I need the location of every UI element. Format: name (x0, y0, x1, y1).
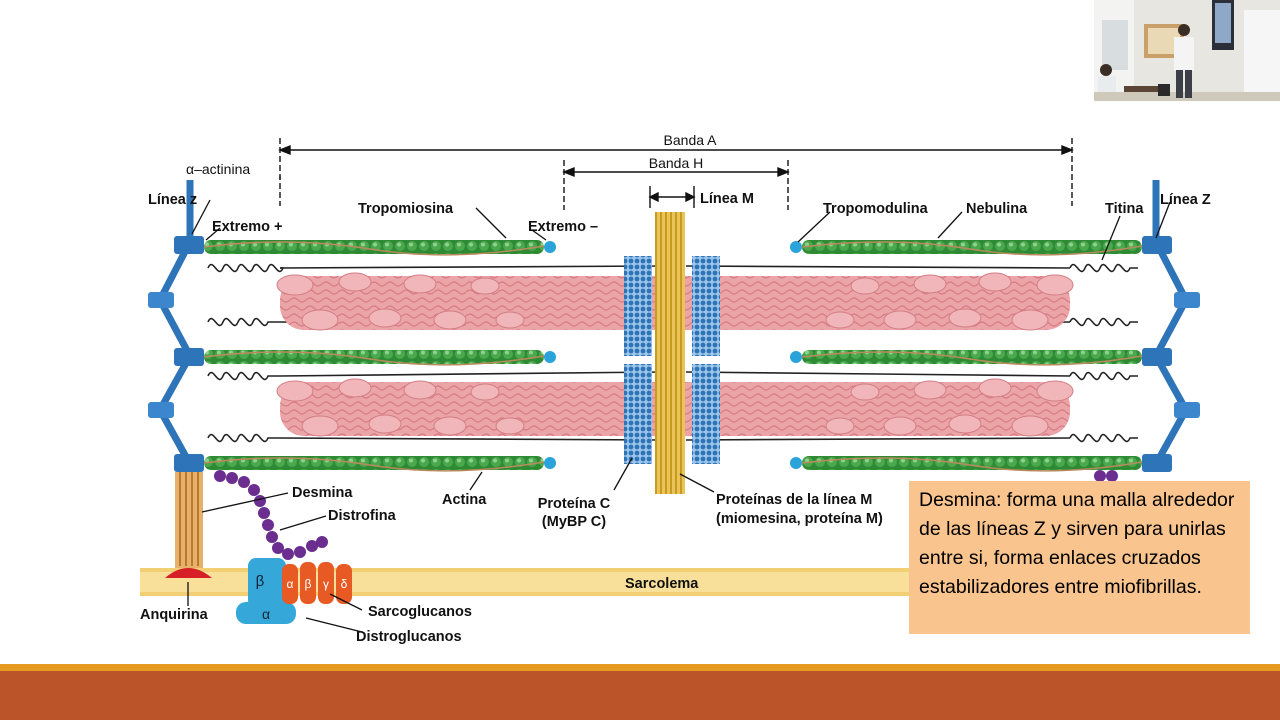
miomesina-label: (miomesina, proteína M) (716, 511, 883, 527)
alpha-dg-label: α (262, 606, 270, 622)
m-line-proteins (655, 212, 685, 494)
desmina-note-text: Desmina: forma una malla alrededor de la… (919, 489, 1235, 598)
tropomiosina-label: Tropomiosina (358, 201, 454, 217)
desmina-note-box: Desmina: forma una malla alrededor de la… (909, 481, 1250, 634)
footer-accent-stripe (0, 664, 1280, 671)
proteinas-linea-m-label: Proteínas de la línea M (716, 492, 872, 508)
titina-label: Titina (1105, 201, 1144, 217)
linea-z-left-label: Línea z (148, 192, 197, 208)
distrofina-label: Distrofina (328, 508, 397, 524)
presenter-video-icon (1094, 0, 1280, 101)
footer-bar (0, 671, 1280, 720)
alfa-actinina-label: α–actinina (186, 161, 250, 177)
presenter-webcam-thumbnail (1094, 0, 1280, 101)
beta-dg-label: β (256, 573, 265, 590)
sg-beta-label: β (305, 577, 312, 591)
linea-m-label: Línea M (700, 191, 754, 207)
nebulina-label: Nebulina (966, 201, 1028, 217)
desmin-chain (214, 470, 1118, 560)
z-line-left (148, 180, 204, 472)
desmina-label: Desmina (292, 485, 353, 501)
sarcoglucanos-label: Sarcoglucanos (368, 604, 472, 620)
actina-label: Actina (442, 492, 487, 508)
actin-filaments (203, 240, 1143, 472)
anquirina-label: Anquirina (140, 607, 209, 623)
z-line-right (1142, 180, 1200, 472)
sg-alpha-label: α (287, 577, 294, 591)
sg-delta-label: δ (341, 577, 348, 591)
banda-a-label: Banda A (664, 132, 718, 148)
mybp-c-label: (MyBP C) (542, 514, 606, 530)
banda-h-label: Banda H (649, 155, 703, 171)
sg-gamma-label: γ (323, 577, 329, 591)
sarcomere-diagram: Banda A Banda H Línea M α–actinina Línea… (130, 120, 1250, 660)
sarcolema-label: Sarcolema (625, 576, 699, 592)
proteina-c-label: Proteína C (538, 496, 611, 512)
linea-z-right-label: Línea Z (1160, 192, 1211, 208)
extremo-minus-label: Extremo – (528, 219, 598, 235)
tropomodulina-label: Tropomodulina (823, 201, 929, 217)
distroglucanos-label: Distroglucanos (356, 629, 462, 645)
anquirina-column (165, 472, 212, 578)
extremo-plus-label: Extremo + (212, 219, 283, 235)
protein-c-bands (624, 256, 720, 464)
dystroglycan-complex (236, 558, 352, 624)
